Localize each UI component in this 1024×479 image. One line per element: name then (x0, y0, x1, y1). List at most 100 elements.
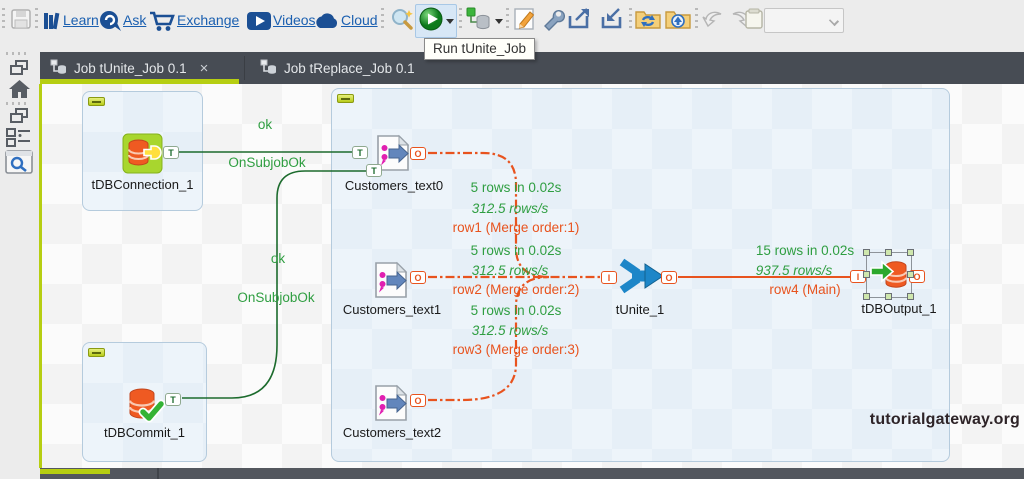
toolbar-combobox[interactable] (764, 8, 844, 33)
row1-rows-stat: 5 rows in 0.02s (470, 180, 562, 195)
cloud-link[interactable]: Cloud (341, 12, 378, 28)
row2-label[interactable]: row2 (Merge order:2) (452, 282, 580, 297)
cloud-icon (312, 5, 340, 37)
edit-properties-button[interactable] (512, 5, 538, 37)
row1-label[interactable]: row1 (Merge order:1) (452, 220, 580, 235)
component-tunite[interactable] (618, 255, 664, 302)
restore-view-button[interactable] (8, 60, 30, 83)
job-icon (50, 59, 67, 78)
resize-handle[interactable] (885, 249, 892, 256)
import-items-button[interactable] (598, 5, 626, 37)
port-letter: T (357, 147, 363, 158)
trigger-port[interactable]: T (352, 146, 368, 159)
resize-handle[interactable] (907, 249, 914, 256)
outline-view-button[interactable] (6, 128, 32, 153)
subjob-tdbconnection[interactable] (82, 91, 203, 211)
save-icon (10, 8, 32, 35)
trigger-ok-label[interactable]: ok (257, 117, 273, 132)
trigger-port[interactable]: T (163, 146, 179, 159)
sidebar-drag-handle[interactable] (6, 102, 26, 105)
subjob-collapse-button[interactable] (337, 94, 354, 103)
output-port[interactable]: O (661, 271, 677, 284)
scrollbar-thumb[interactable] (40, 469, 110, 474)
zoom-tool-button[interactable] (388, 5, 414, 37)
magnifier-icon (390, 7, 413, 35)
export-icon (567, 7, 593, 36)
toolbar-drag-handle[interactable] (35, 8, 38, 32)
job-sync-icon (466, 7, 492, 36)
save-button[interactable] (8, 5, 34, 37)
notes-button[interactable] (742, 5, 766, 37)
port-letter: I (856, 271, 860, 282)
find-view-button[interactable] (5, 148, 33, 179)
publish-repository-button[interactable] (664, 5, 692, 37)
row3-rows-stat: 5 rows in 0.02s (470, 303, 562, 318)
subjob-collapse-button[interactable] (88, 97, 105, 106)
row3-label[interactable]: row3 (Merge order:3) (452, 342, 580, 357)
restore-view-button-2[interactable] (8, 108, 30, 131)
trigger-ok-label[interactable]: ok (270, 251, 286, 266)
updates-repository-button[interactable] (634, 5, 662, 37)
flow-line-row3[interactable] (428, 275, 550, 402)
job-sync-dropdown-caret[interactable] (494, 18, 503, 24)
bottom-scrollbar[interactable] (40, 468, 1024, 479)
resize-handle[interactable] (863, 293, 870, 300)
run-job-button[interactable] (415, 4, 457, 38)
learn-link[interactable]: Learn (63, 12, 99, 28)
input-port[interactable]: I (601, 271, 617, 284)
component-customers-text1[interactable] (373, 261, 410, 304)
output-port[interactable]: O (410, 271, 426, 284)
trigger-port[interactable]: T (366, 164, 382, 177)
flow-line-row1[interactable] (428, 151, 550, 279)
ask-link[interactable]: Ask (123, 12, 147, 28)
resize-handle[interactable] (863, 249, 870, 256)
folder-upload-icon (664, 7, 692, 35)
trigger-port[interactable]: T (165, 393, 181, 406)
component-customers-text0[interactable] (375, 134, 412, 177)
trigger-onsubjobok-label[interactable]: OnSubjobOk (237, 290, 315, 305)
tab-close-icon[interactable]: × (199, 59, 209, 77)
job-design-canvas[interactable]: T tDBConnection_1 T tDBCommit_1 T O T Cu… (42, 84, 1024, 468)
resize-handle[interactable] (885, 293, 892, 300)
output-port[interactable]: O (410, 147, 426, 160)
undo-button[interactable] (700, 5, 726, 37)
tab-tunite-job[interactable]: Job tUnite_Job 0.1 × (40, 52, 218, 84)
videos-link[interactable]: Videos (273, 12, 316, 28)
resize-handle[interactable] (863, 271, 870, 278)
wrench-icon (541, 7, 566, 36)
run-dropdown-caret[interactable] (446, 18, 454, 24)
watermark: tutorialgateway.org (869, 411, 1020, 428)
exchange-link[interactable]: Exchange (177, 12, 240, 28)
component-label-tdboutput: tDBOutput_1 (861, 301, 937, 316)
toolbar-drag-handle[interactable] (695, 8, 698, 32)
resize-handle[interactable] (907, 271, 914, 278)
toolbar-drag-handle[interactable] (381, 8, 384, 32)
component-tdboutput[interactable] (870, 255, 910, 300)
toolbar-drag-handle[interactable] (506, 8, 509, 32)
output-port[interactable]: O (410, 394, 426, 407)
detect-and-update-button[interactable] (464, 5, 504, 37)
subjob-collapse-button[interactable] (88, 348, 105, 357)
port-letter: T (170, 394, 176, 405)
component-label-customers-text0: Customers_text0 (344, 178, 444, 193)
component-tdbconnection[interactable] (122, 133, 163, 179)
component-tdbcommit[interactable] (123, 384, 166, 431)
tab-label: Job tReplace_Job 0.1 (284, 60, 415, 76)
port-letter: O (665, 272, 673, 283)
row4-rate-stat: 937.5 rows/s (755, 263, 833, 278)
toolbar-drag-handle[interactable] (459, 8, 462, 32)
sidebar-drag-handle[interactable] (6, 52, 26, 55)
settings-wrench-button[interactable] (540, 5, 566, 37)
row4-label[interactable]: row4 (Main) (769, 282, 841, 297)
exchange-icon (148, 5, 176, 37)
export-items-button[interactable] (566, 5, 594, 37)
home-button[interactable] (7, 78, 32, 105)
component-customers-text2[interactable] (373, 384, 410, 427)
toolbar-drag-handle[interactable] (629, 8, 632, 32)
toolbar-drag-handle[interactable] (2, 8, 5, 32)
tab-treplace-job[interactable]: Job tReplace_Job 0.1 (250, 52, 425, 84)
trigger-onsubjobok-label[interactable]: OnSubjobOk (228, 155, 306, 170)
resize-handle[interactable] (907, 293, 914, 300)
trigger-line-onsubjobok2[interactable] (182, 170, 372, 399)
